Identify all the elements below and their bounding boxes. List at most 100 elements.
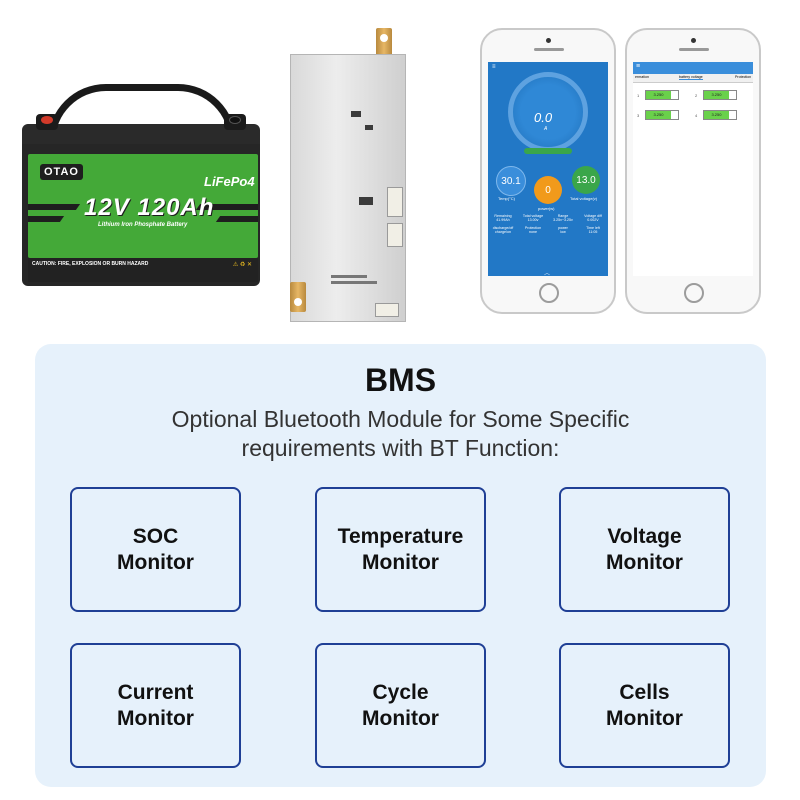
cell-list: 1 3.250 2 3.250 3 3.250 4 3.250 <box>633 90 753 130</box>
cell-voltage-screen: ≡ ermation battery voltage Protection 1 3… <box>633 62 753 276</box>
app-stat-value: 0.002V <box>587 218 599 223</box>
current-unit: A <box>544 126 548 132</box>
battery-top <box>22 124 260 146</box>
app-stat-value: 3.25v~3.25v <box>553 218 573 223</box>
cell-voltage-value: 3.250 <box>704 111 729 119</box>
bms-info-panel: BMS Optional Bluetooth Module for Some S… <box>35 344 766 787</box>
voltage-circle: 13.0 <box>572 166 600 194</box>
cell-voltage-bar: 3.250 <box>703 110 737 120</box>
app-stat-label: Voltage diff <box>584 214 602 218</box>
app-stat-value: 41.99Ah <box>496 218 510 223</box>
feature-line2: Monitor <box>117 706 194 730</box>
bms-board-image <box>282 28 422 322</box>
cell-voltage-value: 3.250 <box>646 91 671 99</box>
temp-circle: 30.1 <box>496 166 526 196</box>
panel-title: BMS <box>364 362 437 398</box>
menu-icon: ≡ <box>492 64 496 70</box>
current-value: 0.0 <box>534 110 553 125</box>
tab-information[interactable]: ermation <box>635 75 649 79</box>
app-stat-value: 13.00v <box>527 218 539 223</box>
app-header-bar: ≡ <box>633 62 753 74</box>
app-stat-label: Protection <box>524 226 542 230</box>
battery-capacity: 12V 120Ah <box>84 194 215 221</box>
app-stat-label: power <box>558 226 568 230</box>
feature-box-cells: Cells Monitor <box>559 643 730 768</box>
panel-subtitle-line1: Optional Bluetooth Module for Some Speci… <box>171 406 630 432</box>
tab-bar: ermation battery voltage Protection <box>633 74 753 83</box>
current-gauge <box>508 72 588 152</box>
cell-voltage-value: 3.250 <box>704 91 729 99</box>
battery-image: OTAO LiFePo4 12V 120Ah Lithium Iron Phos… <box>18 84 266 294</box>
panel-subtitle-line2: requirements with BT Function: <box>241 435 560 461</box>
home-button[interactable] <box>539 283 559 303</box>
menu-icon[interactable]: ≡ <box>636 63 641 70</box>
cell-number: 2 <box>695 93 698 98</box>
feature-line2: Monitor <box>362 706 439 730</box>
app-stat-value: 11:05 <box>588 230 598 235</box>
feature-line2: Monitor <box>117 550 194 574</box>
battery-subtitle: Lithium Iron Phosphate Battery <box>98 222 188 228</box>
battery-warning-strip: CAUTION: FIRE, EXPLOSION OR BURN HAZARD … <box>28 258 258 282</box>
feature-line2: Monitor <box>606 550 683 574</box>
pcb-board <box>290 54 406 322</box>
tab-battery-voltage[interactable]: battery voltage <box>679 75 703 80</box>
voltage-label: Total voltage(v) <box>570 196 598 201</box>
app-stat-label: Range <box>557 214 569 218</box>
app-stat-label: Remaining <box>494 214 512 218</box>
battery-terminal-positive <box>36 114 58 130</box>
phone-app-dashboard: ≡ 0.0 A 30.1 Temp(°C) 0 power(w) 13.0 To… <box>480 28 616 314</box>
feature-line1: Voltage <box>607 524 682 548</box>
feature-line1: Cells <box>619 680 670 704</box>
feature-line1: Temperature <box>337 524 464 548</box>
temp-label: Temp(°C) <box>498 196 515 201</box>
cell-voltage-value: 3.250 <box>646 111 671 119</box>
feature-box-soc: SOC Monitor <box>70 487 241 612</box>
battery-terminal-negative <box>224 114 246 130</box>
power-label: power(w) <box>538 206 555 211</box>
feature-line2: Monitor <box>362 550 439 574</box>
cell-voltage-bar: 3.250 <box>645 90 679 100</box>
feature-line2: Monitor <box>606 706 683 730</box>
feature-box-temperature: Temperature Monitor <box>315 487 486 612</box>
app-stat-value: low <box>560 230 566 235</box>
cell-voltage-bar: 3.250 <box>703 90 737 100</box>
power-circle: 0 <box>534 176 562 204</box>
app-stat-value: charge/on <box>495 230 511 235</box>
pcb-top-tab <box>376 28 392 60</box>
soc-bar <box>524 148 572 154</box>
cell-voltage-bar: 3.250 <box>645 110 679 120</box>
home-button[interactable] <box>684 283 704 303</box>
app-stat-value: none <box>529 230 537 235</box>
cell-number: 3 <box>637 113 640 118</box>
app-stat-label: Total voltage <box>522 214 544 218</box>
app-dashboard-screen: ≡ 0.0 A 30.1 Temp(°C) 0 power(w) 13.0 To… <box>488 62 608 276</box>
pcb-bottom-tab <box>290 282 306 312</box>
cell-number: 4 <box>695 113 698 118</box>
feature-box-cycle: Cycle Monitor <box>315 643 486 768</box>
app-stat-label: discharge/off <box>492 226 514 230</box>
chevron-up-icon[interactable]: ︿ <box>544 271 551 276</box>
warning-icons: ⚠ ♻ ✕ <box>232 262 252 268</box>
battery-chemistry: LiFePo4 <box>204 174 255 189</box>
feature-line1: Current <box>117 680 194 704</box>
feature-line1: Cycle <box>372 680 429 704</box>
feature-box-current: Current Monitor <box>70 643 241 768</box>
battery-brand-logo: OTAO <box>40 164 83 180</box>
cell-number: 1 <box>637 93 640 98</box>
tab-protection[interactable]: Protection <box>735 75 752 79</box>
app-stat-label: Time left <box>586 226 600 230</box>
phone-cell-voltage: ≡ ermation battery voltage Protection 1 3… <box>625 28 761 314</box>
battery-warning-text: CAUTION: FIRE, EXPLOSION OR BURN HAZARD <box>32 261 149 267</box>
feature-line1: SOC <box>132 524 179 548</box>
battery-label: OTAO LiFePo4 12V 120Ah Lithium Iron Phos… <box>28 154 258 258</box>
feature-box-voltage: Voltage Monitor <box>559 487 730 612</box>
